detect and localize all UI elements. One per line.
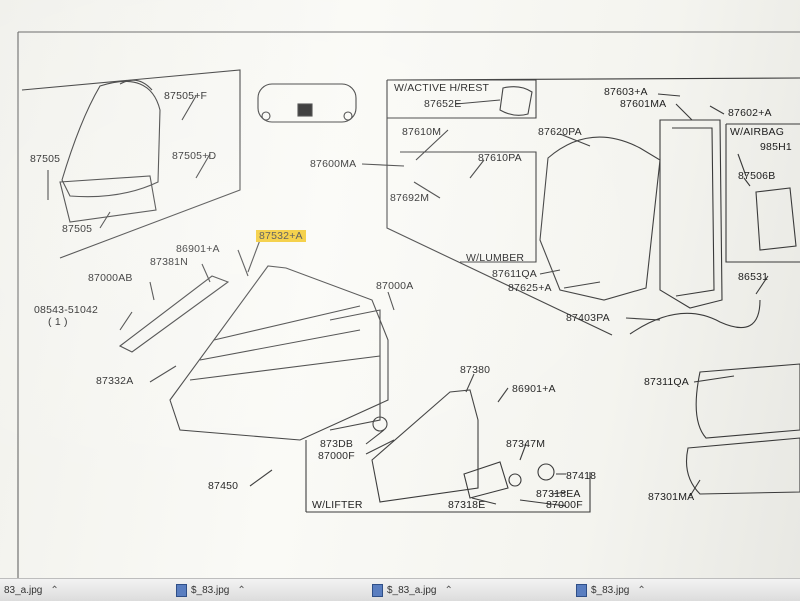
part-87601ma-label: 87601MA (620, 98, 667, 110)
diagram-screen: 87505+F 87505 87505+D 87505 W/ACTIVE H/R… (0, 0, 800, 578)
part-87506b-label: 87506B (738, 170, 776, 182)
taskbar-tab-3-label: $_83_a.jpg (387, 584, 437, 596)
part-87318ea-label: 87318EA (536, 488, 581, 500)
part-87505d-label: 87505+D (172, 150, 217, 162)
part-87625a-label: 87625+A (508, 282, 552, 294)
part-87403pa-label: 87403PA (566, 312, 610, 324)
panel-airbag-label: W/AIRBAG (730, 126, 785, 138)
part-87603a-label: 87603+A (604, 86, 648, 98)
panel-lumber-label: W/LUMBER (466, 252, 525, 264)
part-87000a-label: 87000A (376, 280, 414, 292)
part-87610m-label: 87610M (402, 126, 442, 138)
part-86901a-2-label: 86901+A (512, 383, 556, 395)
image-file-icon (576, 583, 587, 597)
taskbar-tab-3[interactable]: $_83_a.jpg ⌃ (372, 582, 453, 598)
part-87347m-label: 87347M (506, 438, 546, 450)
chevron-up-icon[interactable]: ⌃ (237, 584, 246, 596)
part-87332a-label: 87332A (96, 375, 134, 387)
part-87692m-label: 87692M (390, 192, 430, 204)
taskbar-tab-1[interactable]: 83_a.jpg ⌃ (4, 582, 59, 598)
part-08543-qty-label: ( 1 ) (48, 316, 68, 328)
part-87602a-label: 87602+A (728, 107, 772, 119)
image-file-icon (372, 583, 383, 597)
part-86531-label: 86531 (738, 271, 769, 283)
part-87620pa-label: 87620PA (538, 126, 582, 138)
panel-active-headrest-label: W/ACTIVE H/REST (394, 82, 490, 94)
part-87505f-label: 87505+F (164, 90, 208, 102)
part-87418-label: 87418 (566, 470, 597, 482)
part-87318e-label: 87318E (448, 499, 486, 511)
part-87505b-label: 87505 (62, 223, 93, 235)
part-87381n-label: 87381N (150, 256, 188, 268)
part-87450-label: 87450 (208, 480, 239, 492)
chevron-down-icon[interactable]: ⌃ (50, 584, 59, 596)
image-file-icon (176, 583, 187, 597)
taskbar-tab-4-label: $_83.jpg (591, 584, 630, 596)
part-87532a-label-highlighted: 87532+A (256, 230, 306, 242)
chevron-up-icon[interactable]: ⌃ (637, 584, 646, 596)
taskbar-tab-1-label: 83_a.jpg (4, 584, 43, 596)
part-87000f-label: 87000F (318, 450, 355, 462)
taskbar-tab-2-label: $_83.jpg (191, 584, 230, 596)
part-87301ma-label: 87301MA (648, 491, 695, 503)
panel-lifter-label: W/LIFTER (312, 499, 363, 511)
part-87000f-2-label: 87000F (546, 499, 583, 511)
part-86901a-label: 86901+A (176, 243, 220, 255)
taskbar-tab-2[interactable]: $_83.jpg ⌃ (176, 582, 246, 598)
taskbar-tab-4[interactable]: $_83.jpg ⌃ (576, 582, 646, 598)
part-08543-label: 08543-51042 (34, 304, 99, 316)
part-87311qa-label: 87311QA (644, 376, 689, 388)
seat-parts-diagram (17, 31, 800, 578)
part-985h1-label: 985H1 (760, 141, 792, 153)
part-873db-label: 873DB (320, 438, 354, 450)
part-87652e-label: 87652E (424, 98, 462, 110)
part-87600ma-label: 87600MA (310, 158, 357, 170)
taskbar: 83_a.jpg ⌃ $_83.jpg ⌃ $_83_a.jpg ⌃ $_83.… (0, 578, 800, 601)
part-87380-label: 87380 (460, 364, 491, 376)
part-87000ab-label: 87000AB (88, 272, 133, 284)
part-87505-label: 87505 (30, 153, 61, 165)
part-87611qa-label: 87611QA (492, 268, 537, 280)
part-87610pa-label: 87610PA (478, 152, 522, 164)
chevron-up-icon[interactable]: ⌃ (444, 584, 453, 596)
